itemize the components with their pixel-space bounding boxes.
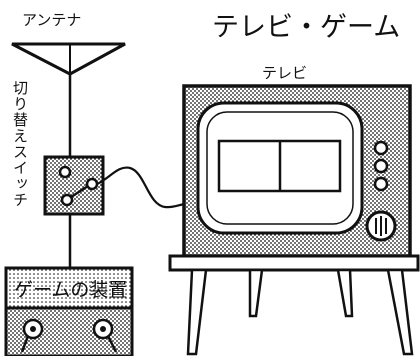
tv-stand-leg-back-left: [248, 268, 264, 318]
switch-lever: [70, 184, 89, 199]
antenna-label: アンテナ: [22, 11, 81, 29]
right-paddle-cord: [106, 335, 118, 353]
tv-label: テレビ: [262, 64, 307, 82]
antenna-dish: [11, 42, 126, 76]
switch-box: [43, 155, 105, 216]
tv-stand-leg-back-right: [336, 268, 354, 318]
television: [182, 84, 412, 258]
game-device: ゲームの装置: [4, 266, 134, 356]
tv-stand-leg-front-left: [186, 268, 208, 356]
switch-terminal-right: [85, 177, 99, 191]
game-device-label: ゲームの装置: [14, 279, 127, 301]
tv-knob-2: [373, 158, 389, 174]
switch-label: 切り替えスイッチ: [11, 80, 29, 208]
tv-knob-3: [373, 176, 389, 192]
left-paddle-center: [30, 326, 36, 332]
tv-stand-leg-front-right: [386, 268, 414, 356]
tv-stand-top: [168, 254, 420, 272]
switch-terminal-top: [58, 165, 72, 179]
left-paddle-cord: [20, 335, 30, 353]
diagram-title: テレビ・ゲーム: [212, 12, 400, 43]
switch-to-tv-cable: [96, 166, 187, 209]
right-paddle-center: [100, 326, 106, 332]
antenna: アンテナ: [11, 11, 126, 76]
tv-knob-1: [373, 140, 389, 156]
tv-stand: [168, 254, 420, 356]
switch-terminal-bottom: [60, 193, 74, 207]
